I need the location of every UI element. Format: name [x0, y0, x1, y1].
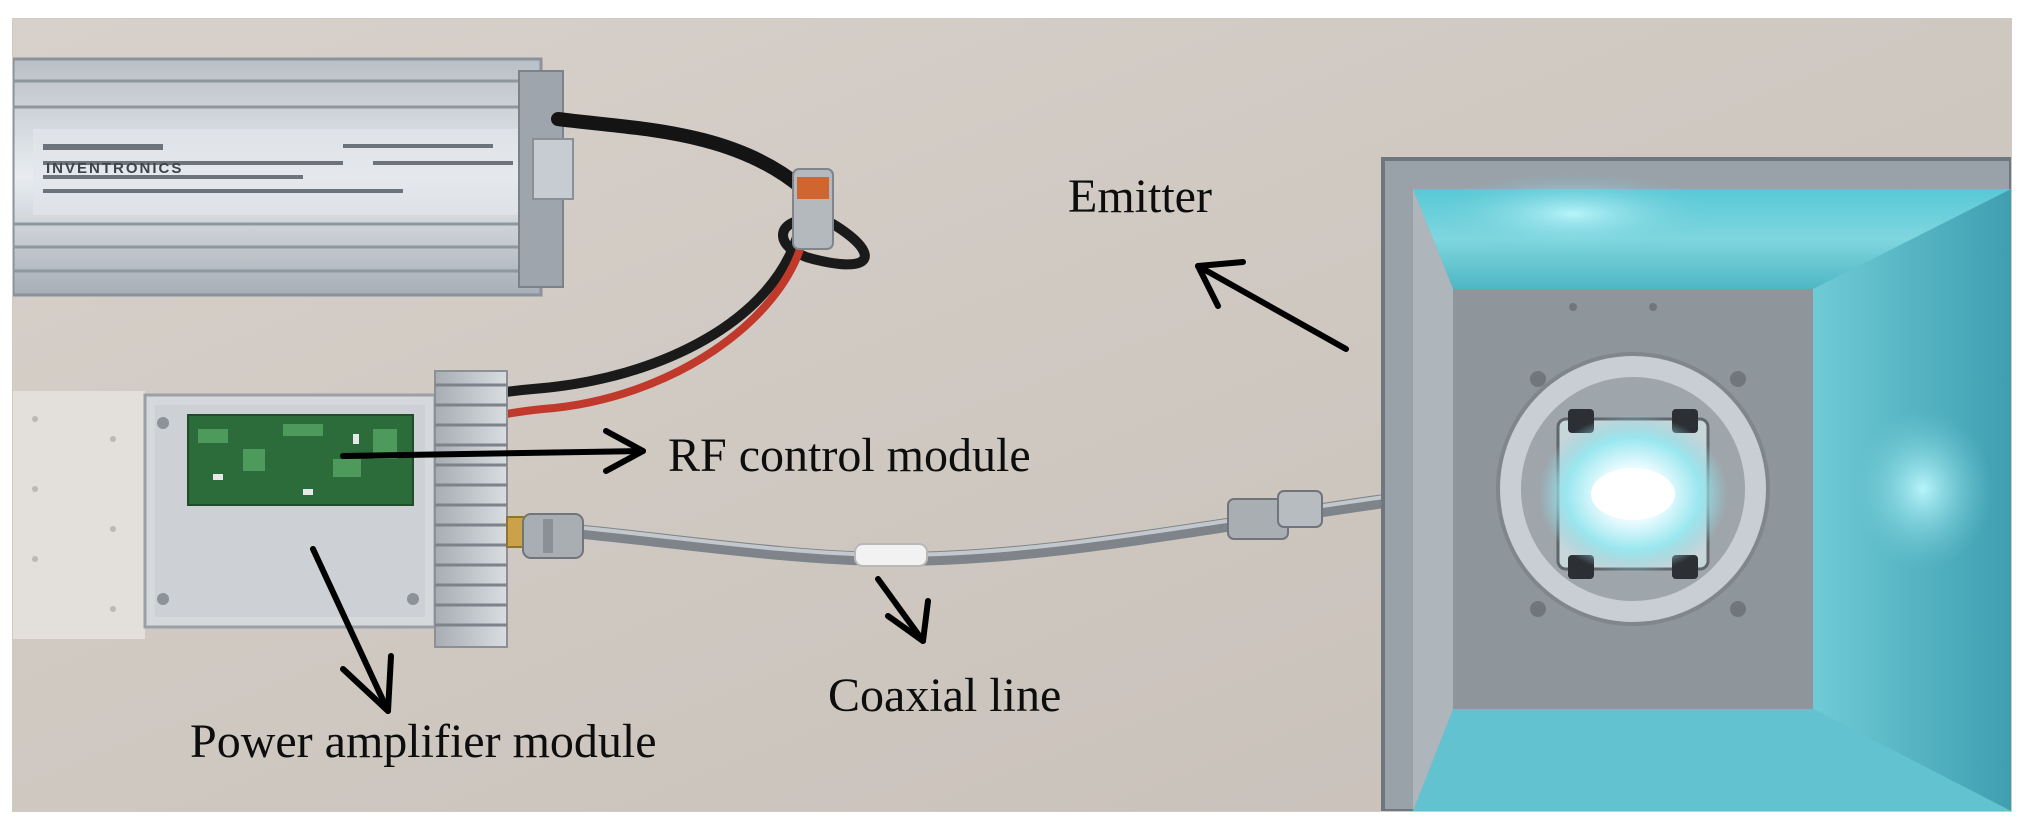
- annotation-arrows: [310, 259, 1349, 714]
- rf-control-arrow: [340, 428, 646, 474]
- coaxial-cable: [522, 490, 1405, 567]
- coaxial-line-arrow: [875, 576, 931, 644]
- power-supply: [13, 57, 574, 297]
- power-amplifier-board: [13, 370, 546, 648]
- emitter-arrow: [1195, 259, 1349, 352]
- photo: [12, 18, 2012, 812]
- emitter-box: [1381, 157, 2011, 811]
- coaxial-line-label: Coaxial line: [828, 669, 1062, 722]
- power-supply-brand-text: INVENTRONICS: [46, 160, 184, 177]
- rf-control-module-label: RF control module: [668, 429, 1031, 482]
- emitter-label: Emitter: [1068, 170, 1212, 223]
- power-amplifier-module-label: Power amplifier module: [190, 715, 657, 768]
- power-amplifier-arrow: [310, 546, 394, 714]
